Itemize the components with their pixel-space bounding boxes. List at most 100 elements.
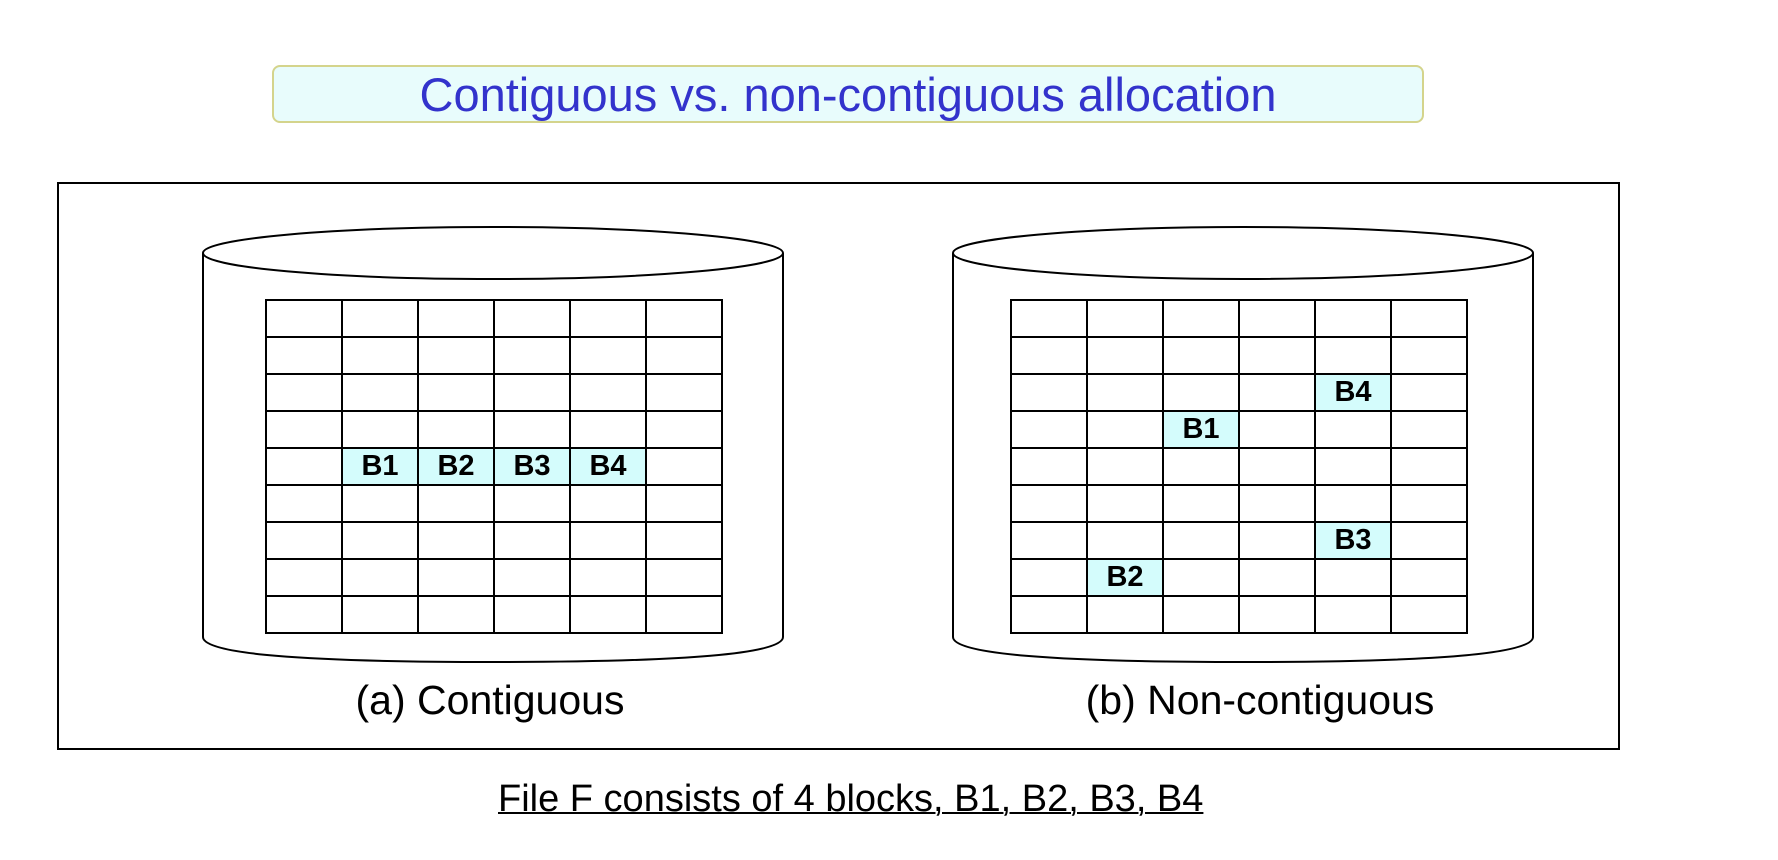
title-box: Contiguous vs. non-contiguous allocation	[272, 65, 1424, 123]
grid-cell	[1392, 486, 1468, 523]
grid-cell	[343, 523, 419, 560]
grid-cell	[1088, 449, 1164, 486]
grid-cell	[1240, 486, 1316, 523]
grid-cell	[1088, 375, 1164, 412]
grid-cell	[1012, 301, 1088, 338]
grid-cell	[1392, 412, 1468, 449]
grid-cell	[1164, 523, 1240, 560]
grid-cell	[1316, 560, 1392, 597]
block-cell: B3	[495, 449, 571, 486]
grid-cell	[571, 338, 647, 375]
grid-cell	[267, 523, 343, 560]
grid-cell	[343, 412, 419, 449]
grid-cell	[1012, 486, 1088, 523]
grid-cell	[267, 597, 343, 634]
grid-cell	[1164, 486, 1240, 523]
caption-contiguous: (a) Contiguous	[355, 677, 625, 723]
grid-cell	[495, 560, 571, 597]
grid-cell	[1392, 301, 1468, 338]
grid-cell	[647, 486, 723, 523]
grid-cell	[1392, 597, 1468, 634]
grid-cell	[419, 412, 495, 449]
grid-cell	[495, 338, 571, 375]
slide-title: Contiguous vs. non-contiguous allocation	[419, 67, 1277, 121]
grid-cell	[1164, 597, 1240, 634]
grid-cell	[267, 338, 343, 375]
grid-cell	[1240, 301, 1316, 338]
grid-cell	[1392, 560, 1468, 597]
grid-cell	[1012, 523, 1088, 560]
grid-cell	[1164, 338, 1240, 375]
grid-cell	[1164, 301, 1240, 338]
grid-cell	[495, 301, 571, 338]
grid-cell	[1392, 338, 1468, 375]
grid-cell	[647, 338, 723, 375]
grid-cell	[267, 412, 343, 449]
grid-cell	[267, 449, 343, 486]
footnote: File F consists of 4 blocks, B1, B2, B3,…	[498, 778, 1204, 820]
grid-cell	[343, 301, 419, 338]
grid-cell	[419, 597, 495, 634]
grid-cell	[647, 560, 723, 597]
grid-cell	[343, 597, 419, 634]
grid-cell	[1012, 449, 1088, 486]
grid-cell	[1088, 338, 1164, 375]
grid-cell	[571, 301, 647, 338]
grid-cell	[1316, 338, 1392, 375]
grid-cell	[571, 486, 647, 523]
grid-cell	[1240, 597, 1316, 634]
block-cell: B2	[419, 449, 495, 486]
block-cell: B1	[1164, 412, 1240, 449]
grid-cell	[419, 301, 495, 338]
grid-cell	[495, 486, 571, 523]
grid-cell	[343, 560, 419, 597]
grid-cell	[495, 412, 571, 449]
grid-cell	[647, 375, 723, 412]
grid-cell	[419, 523, 495, 560]
caption-noncontiguous: (b) Non-contiguous	[1085, 677, 1435, 723]
grid-cell	[419, 338, 495, 375]
grid-cell	[1012, 560, 1088, 597]
grid-cell	[1012, 597, 1088, 634]
grid-cell	[495, 523, 571, 560]
grid-cell	[571, 560, 647, 597]
grid-cell	[647, 449, 723, 486]
grid-cell	[419, 375, 495, 412]
grid-cell	[419, 560, 495, 597]
grid-cell	[1240, 560, 1316, 597]
grid-cell	[1012, 375, 1088, 412]
grid-cell	[1316, 449, 1392, 486]
block-cell: B4	[1316, 375, 1392, 412]
grid-cell	[495, 597, 571, 634]
block-cell: B1	[343, 449, 419, 486]
grid-cell	[1392, 375, 1468, 412]
grid-cell	[267, 301, 343, 338]
grid-cell	[647, 412, 723, 449]
grid-cell	[495, 375, 571, 412]
grid-cell	[267, 375, 343, 412]
grid-cell	[267, 486, 343, 523]
grid-cell	[1164, 449, 1240, 486]
grid-cell	[1012, 338, 1088, 375]
grid-cell	[1088, 301, 1164, 338]
grid-cell	[1012, 412, 1088, 449]
grid-cell	[1164, 375, 1240, 412]
grid-cell	[647, 597, 723, 634]
grid-cell	[1240, 375, 1316, 412]
disk-cylinder-contiguous-icon	[202, 226, 784, 664]
grid-cell	[1240, 523, 1316, 560]
grid-cell	[571, 597, 647, 634]
grid-cell	[1240, 412, 1316, 449]
grid-cell	[571, 375, 647, 412]
grid-cell	[571, 412, 647, 449]
block-cell: B4	[571, 449, 647, 486]
grid-cell	[1392, 523, 1468, 560]
grid-cell	[343, 338, 419, 375]
grid-cell	[571, 523, 647, 560]
grid-cell	[343, 486, 419, 523]
grid-cell	[1240, 338, 1316, 375]
grid-cell	[1316, 486, 1392, 523]
grid-cell	[1392, 449, 1468, 486]
